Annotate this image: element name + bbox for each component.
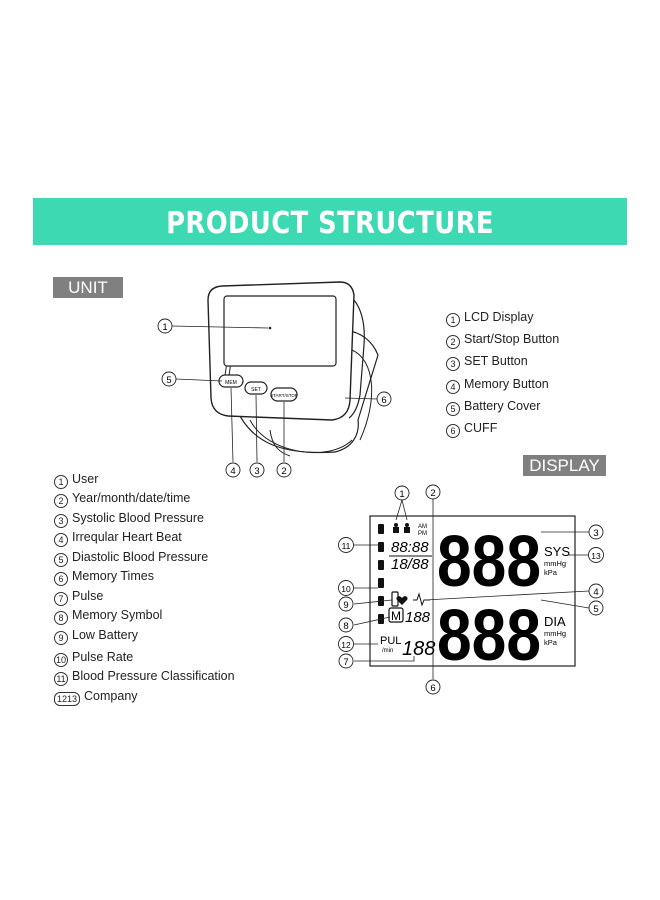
svg-text:1: 1 [162,322,167,333]
svg-text:6: 6 [430,683,435,694]
svg-text:11: 11 [342,541,351,551]
display-callout-7: 7 [338,653,354,669]
svg-text:18/88: 18/88 [391,556,429,573]
display-tag: DISPLAY [523,455,606,476]
low-battery-icon [391,591,399,607]
unit-callout-5: 5 [161,371,177,387]
unit-callout-6: 6 [376,391,392,407]
display-callout-11: 11 [338,537,354,553]
user-icons [393,523,410,533]
display-callout-12: 12 [338,636,354,652]
set-button [244,381,268,395]
svg-text:12: 12 [341,640,351,650]
svg-text:7: 7 [343,657,348,668]
svg-text:MEM: MEM [225,380,237,386]
svg-text:13: 13 [591,551,601,561]
lcd-frame [369,515,576,667]
display-callout-5: 5 [588,600,604,616]
pulse-digits: 188 [402,638,435,660]
svg-text:mmHg: mmHg [544,559,566,568]
svg-text:SYS: SYS [544,544,570,559]
start-stop-button [270,387,298,402]
svg-text:8: 8 [343,621,348,632]
header-banner: PRODUCT STRUCTURE [33,198,627,245]
display-callout-1: 1 [394,485,410,501]
svg-text:DIA: DIA [544,614,566,629]
svg-text:mmHg: mmHg [544,629,566,638]
svg-text:9: 9 [343,600,348,611]
unit-callout-3: 3 [249,462,265,478]
svg-text:5: 5 [166,375,171,386]
display-callout-10: 10 [338,580,354,596]
device-illustration: MEM SET START/STOP 1 2 3 4 5 6 [157,281,392,478]
unit-callout-4: 4 [225,462,241,478]
display-callout-4: 4 [588,583,604,599]
memory-symbol: M [391,609,401,623]
svg-text:5: 5 [593,604,598,615]
svg-text:START/STOP: START/STOP [270,393,298,398]
display-callout-2: 2 [425,484,441,500]
heart-icon [396,596,408,605]
lcd-display-diagram: AM PM 88:88 18/88 888 888 SYS mmHg kPa D… [338,484,604,695]
svg-text:2: 2 [430,488,435,499]
svg-text:188: 188 [405,609,431,626]
page-title: PRODUCT STRUCTURE [166,206,494,241]
unit-callout-2: 2 [276,462,292,478]
svg-text:88:88: 88:88 [391,539,429,556]
svg-text:4: 4 [593,587,598,598]
svg-text:4: 4 [230,466,235,477]
svg-text:6: 6 [381,395,386,406]
svg-text:kPa: kPa [544,568,558,577]
svg-text:PM: PM [418,531,427,537]
display-callout-8: 8 [338,617,354,633]
svg-text:/min: /min [382,648,393,654]
svg-text:3: 3 [593,528,598,539]
dia-digits: 888 [437,596,541,676]
unit-callout-1: 1 [157,318,173,334]
svg-text:3: 3 [254,466,259,477]
display-callout-13: 13 [588,547,604,563]
display-callout-6: 6 [425,679,441,695]
display-callout-9: 9 [338,596,354,612]
svg-text:10: 10 [341,584,351,594]
svg-text:1: 1 [399,489,404,500]
svg-text:SET: SET [251,387,261,393]
lcd-screen [223,295,337,367]
display-callout-3: 3 [588,524,604,540]
svg-text:2: 2 [281,466,286,477]
unit-tag: UNIT [53,277,123,298]
svg-text:PUL: PUL [380,635,401,647]
sys-digits: 888 [437,522,541,602]
svg-text:AM: AM [418,524,427,530]
svg-text:kPa: kPa [544,638,558,647]
